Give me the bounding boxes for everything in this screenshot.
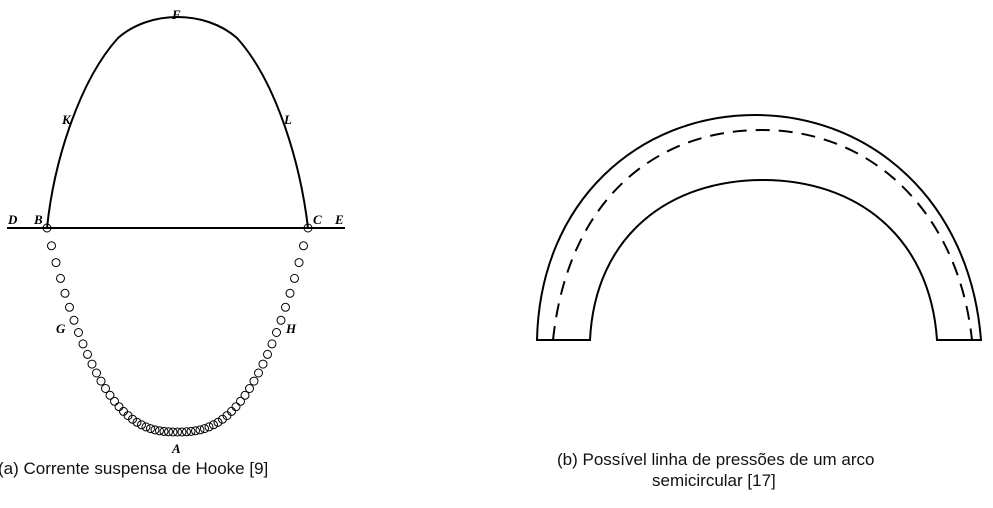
chain-link [290,273,299,283]
line-of-thrust-dashed [552,128,973,341]
chain-link [267,339,277,349]
chain-link [281,302,290,312]
arch-intrados [589,178,938,341]
label-A: A [171,441,181,456]
label-E: E [334,212,344,227]
chain-link [101,384,110,393]
arch-extrados [536,113,982,341]
chain-link [51,258,61,268]
chain-link [245,384,254,393]
label-K: K [61,112,72,127]
hooke-chain-diagram: F K L D B C E G H A [7,7,345,456]
label-G: G [56,321,66,336]
chain-link [177,427,187,437]
chain-link [150,425,160,435]
chain-link [119,406,128,416]
chain-link [294,258,304,268]
chain-link [83,349,92,359]
chain-link [141,422,151,432]
chain-link [191,426,200,436]
chain-link [60,288,70,298]
chain-link [56,273,65,283]
chain-link [227,406,236,416]
chain-link [195,425,205,435]
chain-link [240,390,250,400]
hanging-chain [42,223,313,437]
chain-link [78,339,88,349]
chain-link [105,390,115,400]
chain-link [258,359,268,369]
chain-link [146,424,155,434]
chain-link [263,349,272,359]
chain-link [276,315,286,325]
label-F: F [171,7,181,22]
chain-link [114,402,124,412]
chain-link [182,427,191,437]
inverted-arch-curve [46,16,309,229]
label-L: L [283,112,292,127]
chain-link [128,414,137,424]
label-B: B [33,212,43,227]
chain-link [186,426,196,436]
chain-link [87,359,97,369]
caption-figure-a: (a) Corrente suspensa de Hooke [9] [0,459,269,478]
chain-link [96,376,106,386]
chain-link [173,427,182,437]
chain-link [236,396,245,406]
chain-link [47,241,56,251]
chain-link [168,427,178,437]
chain-link [285,288,295,298]
chain-link [231,402,241,412]
chain-link [74,328,83,337]
chain-link [65,302,74,312]
chain-link [254,368,263,378]
chain-link [137,420,146,430]
chain-link [164,427,173,437]
label-C: C [313,212,322,227]
caption-figure-b-line1: (b) Possível linha de pressões de um arc… [557,450,875,469]
chain-link [159,426,169,436]
chain-link [110,396,119,406]
chain-link [209,420,218,430]
chain-link [155,426,164,436]
label-H: H [285,321,297,336]
chain-link [249,376,259,386]
caption-figure-b-line2: semicircular [17] [652,471,776,490]
chain-link [204,422,214,432]
chain-link [213,417,223,427]
chain-link [200,424,209,434]
chain-link [272,328,281,337]
chain-link [132,417,142,427]
chain-link [92,368,101,378]
semicircular-arch-diagram [536,113,982,341]
chain-link [42,223,52,233]
label-D: D [7,212,18,227]
chain-link [299,241,308,251]
chain-link [69,315,79,325]
chain-link [303,223,313,233]
